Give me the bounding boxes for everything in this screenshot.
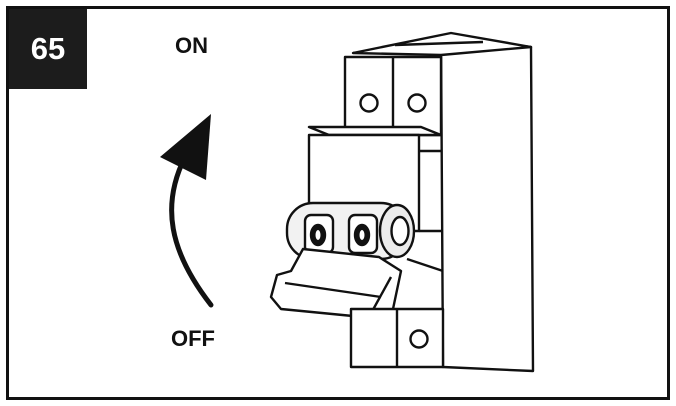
step-number-badge: 65 <box>9 9 87 89</box>
off-label: OFF <box>171 326 215 351</box>
circuit-breaker-icon <box>269 31 535 373</box>
curved-arrow-up-icon <box>160 114 214 308</box>
instruction-panel: 65 ON OFF <box>6 6 670 400</box>
illustration <box>160 31 535 373</box>
on-label: ON <box>175 33 208 58</box>
